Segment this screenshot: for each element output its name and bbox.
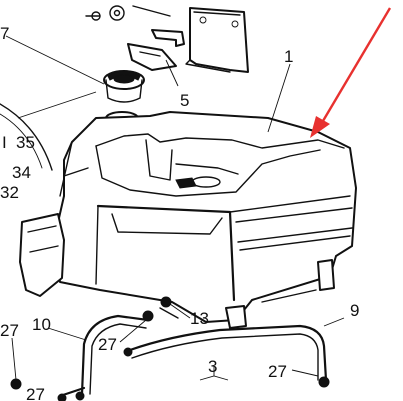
fuel-hoses <box>58 314 328 398</box>
clip-part-5 <box>127 29 185 71</box>
callout-7: 7 <box>0 24 9 43</box>
side-component-arc <box>0 103 53 171</box>
callout-1: 1 <box>284 47 293 66</box>
callout-34: 34 <box>12 163 31 182</box>
callout-27-left: 27 <box>0 321 19 340</box>
callout-5: 5 <box>180 91 189 110</box>
red-pointer-arrow <box>310 7 392 138</box>
callout-27-right: 27 <box>268 362 287 381</box>
callout-32: 32 <box>0 183 19 202</box>
fuel-cap <box>103 70 145 103</box>
callout-13: 13 <box>190 309 209 328</box>
hose-clamps <box>10 310 330 401</box>
callout-I: I <box>2 133 7 152</box>
callout-27-bottom: 27 <box>26 385 45 401</box>
callout-9: 9 <box>350 301 359 320</box>
callout-27-center: 27 <box>98 335 117 354</box>
leader-lines <box>5 35 345 381</box>
callout-3: 3 <box>208 357 217 376</box>
mounting-bracket <box>185 7 249 73</box>
fuel-tank-body <box>19 111 357 329</box>
callout-10: 10 <box>32 315 51 334</box>
callout-35: 35 <box>16 133 35 152</box>
bolt-washer-assembly <box>85 5 171 21</box>
